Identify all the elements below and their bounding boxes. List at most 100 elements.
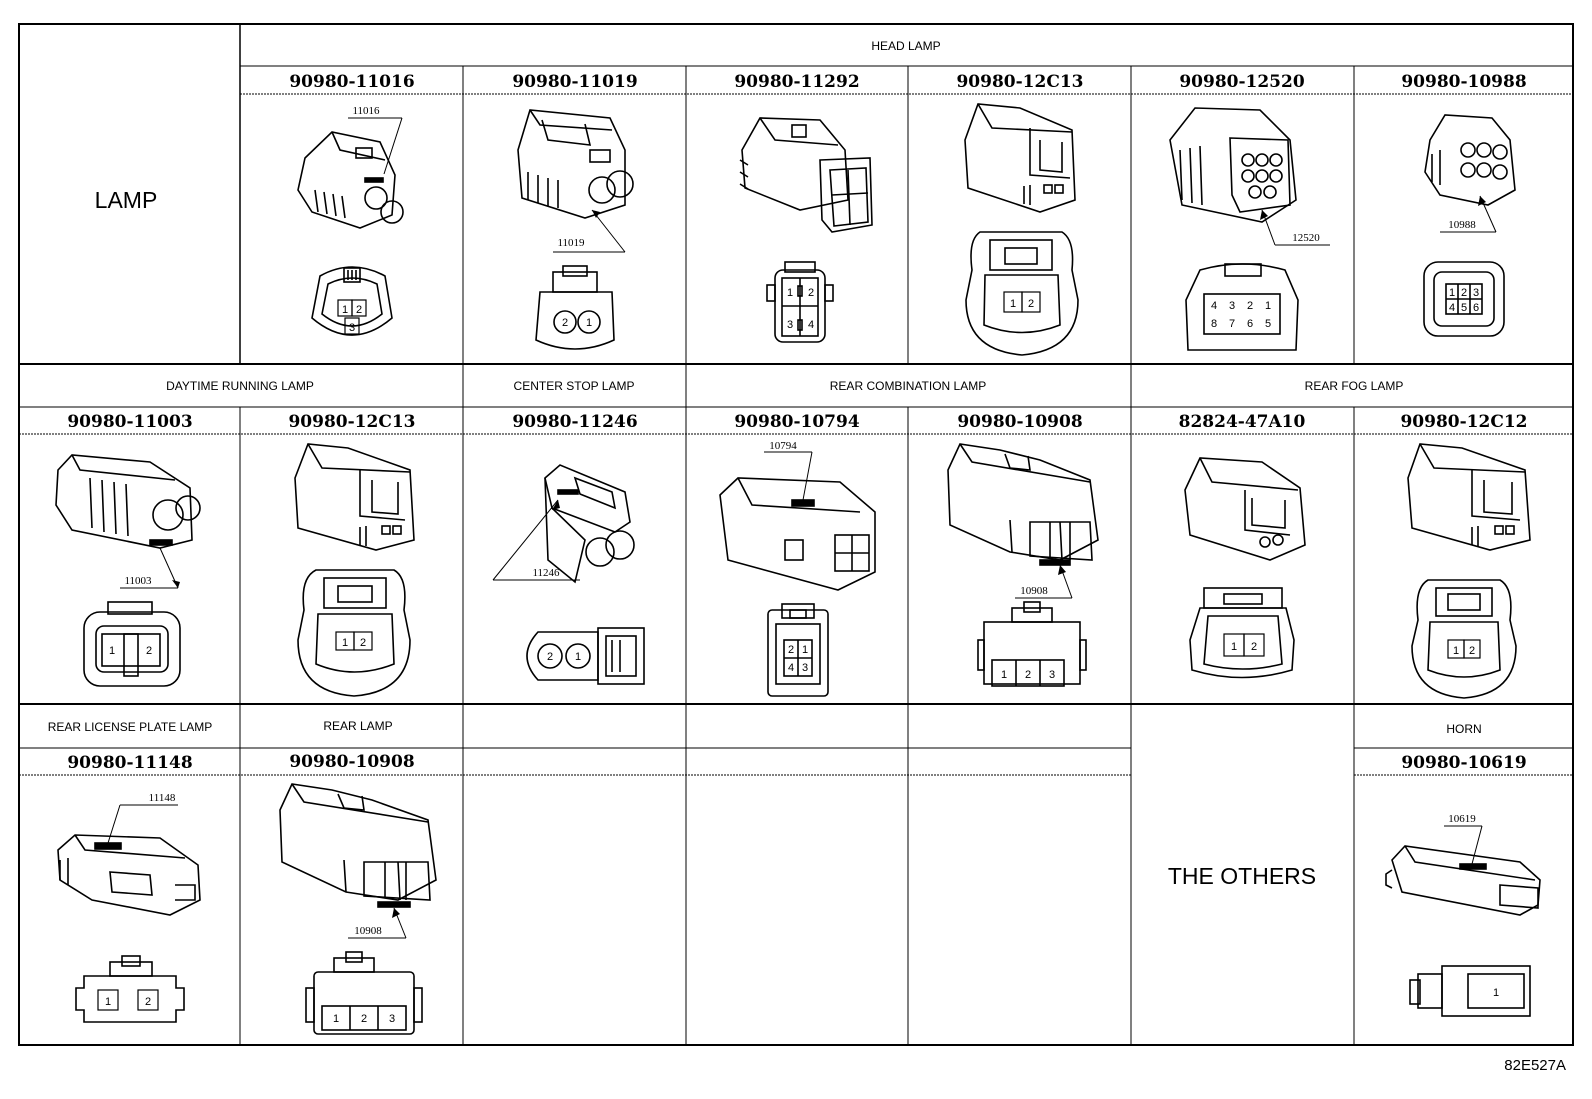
pin-h4-1: 1 bbox=[1010, 298, 1016, 310]
pin-f1-1: 1 bbox=[1231, 641, 1237, 653]
connector-label-rc1: 10794 bbox=[769, 440, 797, 452]
pin-h5-1: 1 bbox=[1265, 300, 1271, 312]
connector-drawing-h4 bbox=[964, 103, 1076, 213]
pin-c1-1: 1 bbox=[575, 651, 581, 663]
connector-h4: 1 2 bbox=[964, 103, 1079, 356]
mating-face-h1: 1 2 3 bbox=[311, 266, 393, 336]
pin-h4-2: 2 bbox=[1028, 298, 1034, 310]
mating-face-rc2: 1 2 3 bbox=[977, 601, 1087, 687]
pin-h5-8: 8 bbox=[1211, 318, 1217, 330]
connector-rc2: 10908 1 2 3 bbox=[947, 443, 1099, 687]
connector-h5: 12520 4 3 2 1 8 7 6 5 bbox=[1169, 107, 1330, 351]
mating-face-d2: 1 2 bbox=[297, 569, 411, 697]
connector-drawing-rl bbox=[279, 783, 437, 908]
pin-h5-2: 2 bbox=[1247, 300, 1253, 312]
connector-drawing-h3 bbox=[739, 117, 873, 233]
mating-face-rc1: 2 1 4 3 bbox=[767, 603, 829, 697]
part-number-h1: 90980-11016 bbox=[289, 72, 414, 92]
part-number-hn: 90980-10619 bbox=[1401, 753, 1526, 773]
section-rear-lamp: REAR LAMP bbox=[323, 719, 392, 733]
pin-rc1-3: 3 bbox=[802, 662, 808, 674]
connector-drawing-h2 bbox=[517, 109, 634, 219]
connector-label-h2: 11019 bbox=[557, 237, 585, 249]
connector-drawing-f1 bbox=[1184, 457, 1306, 561]
pin-rc1-2: 2 bbox=[788, 644, 794, 656]
mating-face-h5: 4 3 2 1 8 7 6 5 bbox=[1185, 263, 1299, 351]
part-number-f2: 90980-12C12 bbox=[1400, 412, 1527, 432]
pin-rl-3: 3 bbox=[389, 1013, 395, 1025]
mating-face-f1: 1 2 bbox=[1189, 587, 1295, 679]
pin-f2-2: 2 bbox=[1469, 645, 1475, 657]
part-number-rc2: 90980-10908 bbox=[957, 412, 1082, 432]
pin-f2-1: 1 bbox=[1453, 645, 1459, 657]
mating-face-lp: 1 2 bbox=[75, 955, 185, 1023]
pin-h3-3: 3 bbox=[787, 319, 793, 331]
part-number-lp: 90980-11148 bbox=[67, 753, 192, 773]
connector-label-h6: 10988 bbox=[1448, 219, 1476, 231]
mating-face-h3: 1 2 3 4 bbox=[766, 261, 834, 343]
connector-h6: 10988 1 2 3 4 5 6 bbox=[1423, 114, 1516, 337]
connector-h1: 11016 1 2 3 bbox=[297, 105, 404, 336]
pin-d1-2: 2 bbox=[146, 645, 152, 657]
part-number-h5: 90980-12520 bbox=[1179, 72, 1305, 92]
pin-lp-2: 2 bbox=[145, 996, 151, 1008]
pin-h3-2: 2 bbox=[808, 287, 814, 299]
connector-d2: 1 2 bbox=[294, 443, 415, 697]
part-number-d2: 90980-12C13 bbox=[288, 412, 415, 432]
section-rear-license-plate-lamp: REAR LICENSE PLATE LAMP bbox=[48, 720, 213, 734]
connector-drawing-hn bbox=[1385, 845, 1541, 916]
section-rear-fog-lamp: REAR FOG LAMP bbox=[1305, 379, 1404, 393]
part-number-h2: 90980-11019 bbox=[512, 72, 637, 92]
connector-drawing-d1 bbox=[55, 454, 201, 549]
section-center-stop-lamp: CENTER STOP LAMP bbox=[514, 379, 635, 393]
table-frame bbox=[18, 23, 1574, 1046]
connector-drawing-rc1 bbox=[719, 477, 876, 591]
part-number-rl: 90980-10908 bbox=[289, 752, 414, 772]
connector-d1: 11003 1 2 bbox=[55, 454, 201, 687]
section-head-lamp: HEAD LAMP bbox=[871, 39, 940, 53]
pin-d2-2: 2 bbox=[360, 637, 366, 649]
section-horn: HORN bbox=[1446, 722, 1481, 736]
pin-h1-2: 2 bbox=[356, 304, 362, 316]
pin-d1-1: 1 bbox=[109, 645, 115, 657]
mating-face-h6: 1 2 3 4 5 6 bbox=[1423, 261, 1505, 337]
others-label: THE OTHERS bbox=[1168, 863, 1316, 889]
pin-d2-1: 1 bbox=[342, 637, 348, 649]
connector-label-d1: 11003 bbox=[124, 575, 152, 587]
pin-h6-1: 1 bbox=[1449, 287, 1455, 299]
connector-drawing-f2 bbox=[1407, 443, 1531, 551]
pin-h5-5: 5 bbox=[1265, 318, 1271, 330]
mating-face-rl: 1 2 3 bbox=[305, 951, 423, 1035]
pin-h6-5: 5 bbox=[1461, 302, 1467, 314]
section-daytime-running-lamp: DAYTIME RUNNING LAMP bbox=[166, 379, 314, 393]
lamp-label: LAMP bbox=[95, 187, 158, 213]
part-number-d1: 90980-11003 bbox=[67, 412, 192, 432]
connector-rc1: 10794 2 1 4 3 bbox=[719, 440, 876, 697]
mating-face-h4: 1 2 bbox=[965, 231, 1079, 356]
connector-hn: 10619 1 bbox=[1385, 813, 1541, 1017]
mating-face-hn: 1 bbox=[1409, 965, 1531, 1017]
connector-drawing-c1 bbox=[544, 464, 635, 584]
part-number-f1: 82824-47A10 bbox=[1179, 412, 1306, 432]
connector-h2: 11019 2 1 bbox=[517, 109, 634, 350]
part-number-h6: 90980-10988 bbox=[1401, 72, 1526, 92]
pin-h1-3: 3 bbox=[349, 322, 355, 334]
mating-face-f2: 1 2 bbox=[1411, 579, 1517, 699]
connector-label-h5: 12520 bbox=[1292, 232, 1320, 244]
part-number-c1: 90980-11246 bbox=[512, 412, 637, 432]
pin-rl-2: 2 bbox=[361, 1013, 367, 1025]
pin-rl-1: 1 bbox=[333, 1013, 339, 1025]
connector-drawing-rc2 bbox=[947, 443, 1099, 566]
pin-h5-6: 6 bbox=[1247, 318, 1253, 330]
pin-h5-7: 7 bbox=[1229, 318, 1235, 330]
pin-h5-3: 3 bbox=[1229, 300, 1235, 312]
part-number-rc1: 90980-10794 bbox=[734, 412, 860, 432]
pin-h6-6: 6 bbox=[1473, 302, 1479, 314]
connector-label-rc2: 10908 bbox=[1020, 585, 1048, 597]
connector-label-rl: 10908 bbox=[354, 925, 382, 937]
pin-h5-4: 4 bbox=[1211, 300, 1217, 312]
connector-c1: 11246 2 1 bbox=[492, 464, 645, 685]
pin-rc2-3: 3 bbox=[1049, 669, 1055, 681]
pin-rc2-2: 2 bbox=[1025, 669, 1031, 681]
